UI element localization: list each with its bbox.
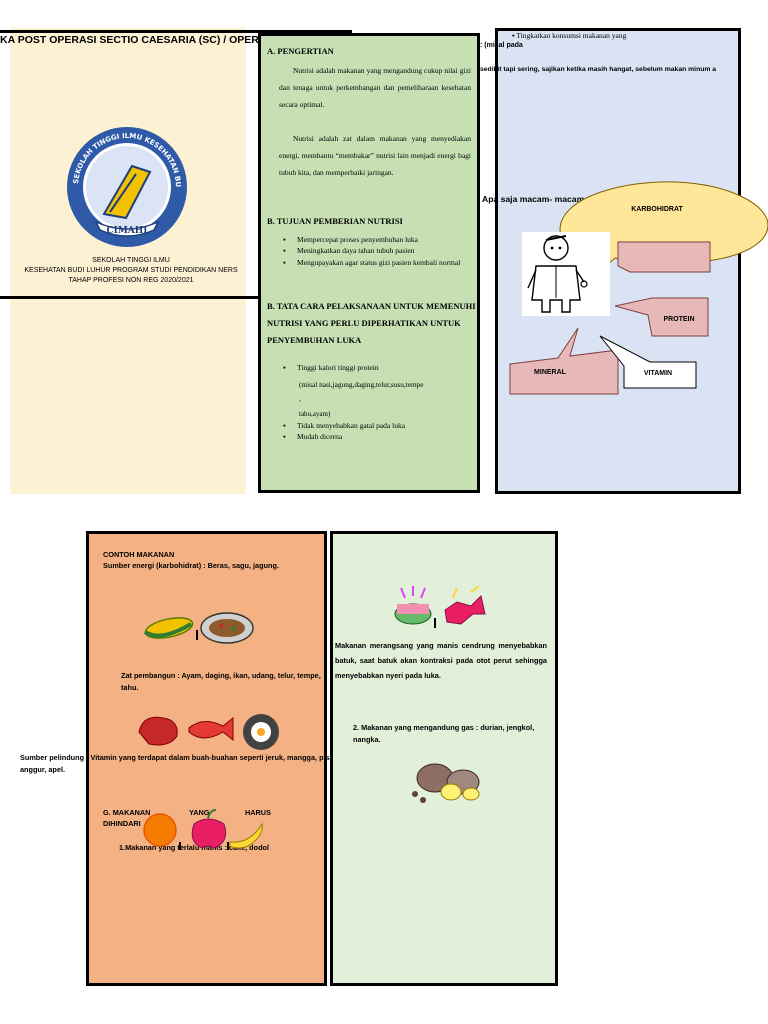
g-heading-2: YANG bbox=[189, 808, 210, 817]
g-heading-3: HARUS bbox=[245, 808, 271, 817]
candy-icon bbox=[444, 595, 486, 625]
list-subtext: (misal nasi,jagung,daging,telur,susu,tem… bbox=[299, 380, 424, 389]
heading-pengertian: A. PENGERTIAN bbox=[267, 46, 334, 56]
food-examples-panel: CONTOH MAKANAN Sumber energi (karbohidra… bbox=[86, 531, 327, 986]
g-heading-4: DIHINDARI bbox=[103, 819, 141, 828]
school-info: SEKOLAH TINGGI ILMU KESEHATAN BUDI LUHUR… bbox=[6, 256, 256, 286]
callout-1 bbox=[617, 241, 711, 273]
list-item: Meningkatkan daya tahan tubuh pasien bbox=[297, 245, 467, 256]
orange-icon bbox=[143, 813, 177, 847]
list-item: Tinggi kalori tinggi protein bbox=[297, 362, 477, 373]
heading-tujuan: B. TUJUAN PEMBERIAN NUTRISI bbox=[267, 216, 403, 226]
top-bullet-text: Tingkatkan konsumsi makanan yang bbox=[516, 31, 627, 40]
divider-line bbox=[0, 296, 258, 299]
cover-panel bbox=[10, 28, 246, 494]
builder-source-text: Zat pembangun : Ayam, daging, ikan, udan… bbox=[121, 671, 321, 692]
nutrients-diagram bbox=[509, 181, 768, 395]
list-subtext: tahu,ayam) bbox=[299, 410, 331, 418]
sweets-images bbox=[394, 585, 486, 628]
g-heading-1: G. MAKANAN bbox=[103, 808, 151, 817]
list-item: Tidak menyebabkan gatal pada luka bbox=[297, 420, 477, 431]
label-vitamin: VITAMIN bbox=[643, 370, 673, 377]
sweet-food-text: Makanan merangsang yang manis cendrung m… bbox=[335, 641, 547, 680]
logo-caption: CIMAHI bbox=[106, 226, 147, 236]
label-karbohidrat: KARBOHIDRAT bbox=[631, 206, 683, 213]
apple-icon bbox=[191, 818, 227, 849]
list-item: Mengupayakan agar status gizi pasien kem… bbox=[297, 256, 467, 270]
protein-images bbox=[138, 714, 279, 750]
definition-panel: A. PENGERTIAN Nutrisi adalah makanan yan… bbox=[258, 33, 480, 493]
school-line3: TAHAP PROFESI NON REG 2020/2021 bbox=[68, 277, 194, 284]
durian-image bbox=[412, 763, 480, 803]
gas-food-text: 2. Makanan yang mengandung gas : durian,… bbox=[353, 723, 535, 744]
foods-to-avoid-panel: Makanan merangsang yang manis cendrung m… bbox=[330, 531, 558, 986]
top-bullet: ▪ Tingkatkan konsumsi makanan yang bbox=[512, 31, 627, 40]
label-protein: PROTEIN bbox=[663, 316, 695, 323]
definition-paragraph-2: Nutrisi adalah zat dalam makanan yang me… bbox=[279, 134, 471, 177]
heading-tata-cara: B. TATA CARA PELAKSANAAN UNTUK MEMENUHI … bbox=[267, 301, 476, 345]
list-subtext: , bbox=[299, 395, 301, 403]
vitamin-callout bbox=[599, 335, 697, 389]
energy-source-text: Sumber energi (karbohidrat) : Beras, sag… bbox=[103, 561, 279, 570]
school-line1: SEKOLAH TINGGI ILMU bbox=[92, 257, 170, 264]
school-logo: CIMAHI SEKOLAH TINGGI ILMU KESEHATAN BUD… bbox=[66, 126, 187, 247]
tata-cara-list: Tinggi kalori tinggi protein (misal nasi… bbox=[297, 362, 477, 442]
top-line-3: sedikit tapi sering, sajikan ketika masi… bbox=[480, 66, 717, 73]
list-item: Mempercepat proses penyembuhan luka bbox=[297, 234, 467, 245]
protein-callout bbox=[614, 297, 709, 337]
fruit-images bbox=[143, 809, 263, 850]
label-mineral: MINERAL bbox=[534, 369, 566, 376]
doctor-figure bbox=[522, 232, 610, 316]
school-line2: KESEHATAN BUDI LUHUR PROGRAM STUDI PENDI… bbox=[24, 267, 238, 274]
definition-paragraph-1: Nutrisi adalah makanan yang mengandung c… bbox=[279, 66, 471, 109]
protector-source-text: Sumber pelindung : Vitamin yang terdapat… bbox=[20, 753, 345, 774]
top-line-2: : (misal pada bbox=[480, 42, 523, 49]
banana-icon bbox=[229, 822, 263, 849]
mineral-callout bbox=[509, 327, 619, 395]
list-item: Mudah dicerna bbox=[297, 431, 477, 442]
tujuan-list: Mempercepat proses penyembuhan luka Meni… bbox=[297, 234, 467, 270]
fish-icon bbox=[188, 716, 234, 742]
avoid-item-1: 1.Makanan yang terlalu manis : cake, dod… bbox=[119, 843, 270, 852]
heading-contoh-makanan: CONTOH MAKANAN bbox=[103, 550, 175, 559]
chicken-icon bbox=[138, 716, 178, 746]
carbohydrate-images bbox=[143, 612, 254, 644]
brochure-title: KA POST OPERASI SECTIO CAESARIA (SC) / O… bbox=[0, 30, 352, 50]
